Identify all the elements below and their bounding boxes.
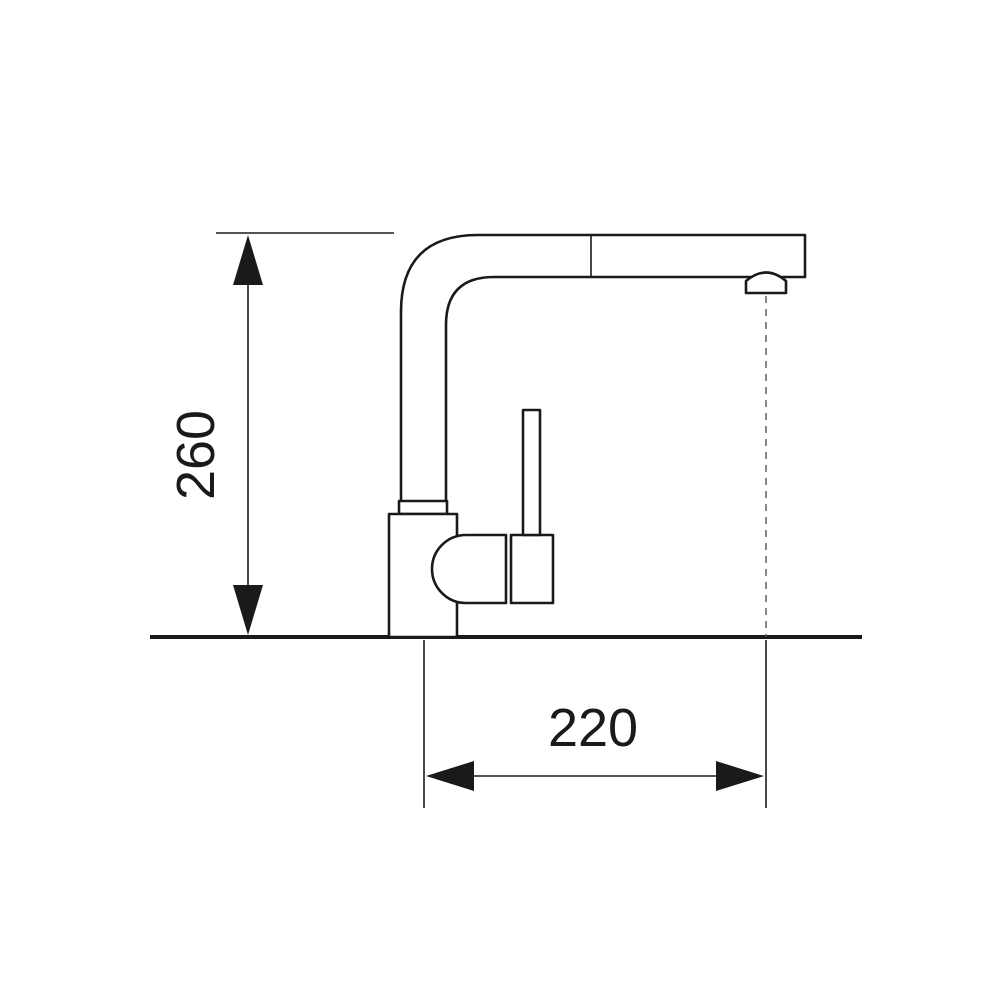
faucet-spout [399, 233, 807, 504]
width-label: 220 [548, 698, 638, 758]
width-arrow-left [426, 761, 474, 791]
faucet [387, 233, 807, 639]
width-dimension: 220 [423, 640, 767, 808]
width-arrow-right [716, 761, 764, 791]
spout-collar [397, 499, 449, 516]
height-arrow-bottom [233, 585, 263, 635]
faucet-cartridge [430, 533, 508, 605]
handle-block [509, 533, 555, 605]
height-label: 260 [166, 410, 226, 500]
height-arrow-top [233, 235, 263, 285]
height-dimension: 260 [166, 232, 394, 635]
spout-aerator [744, 271, 788, 295]
handle-lever [521, 408, 542, 537]
